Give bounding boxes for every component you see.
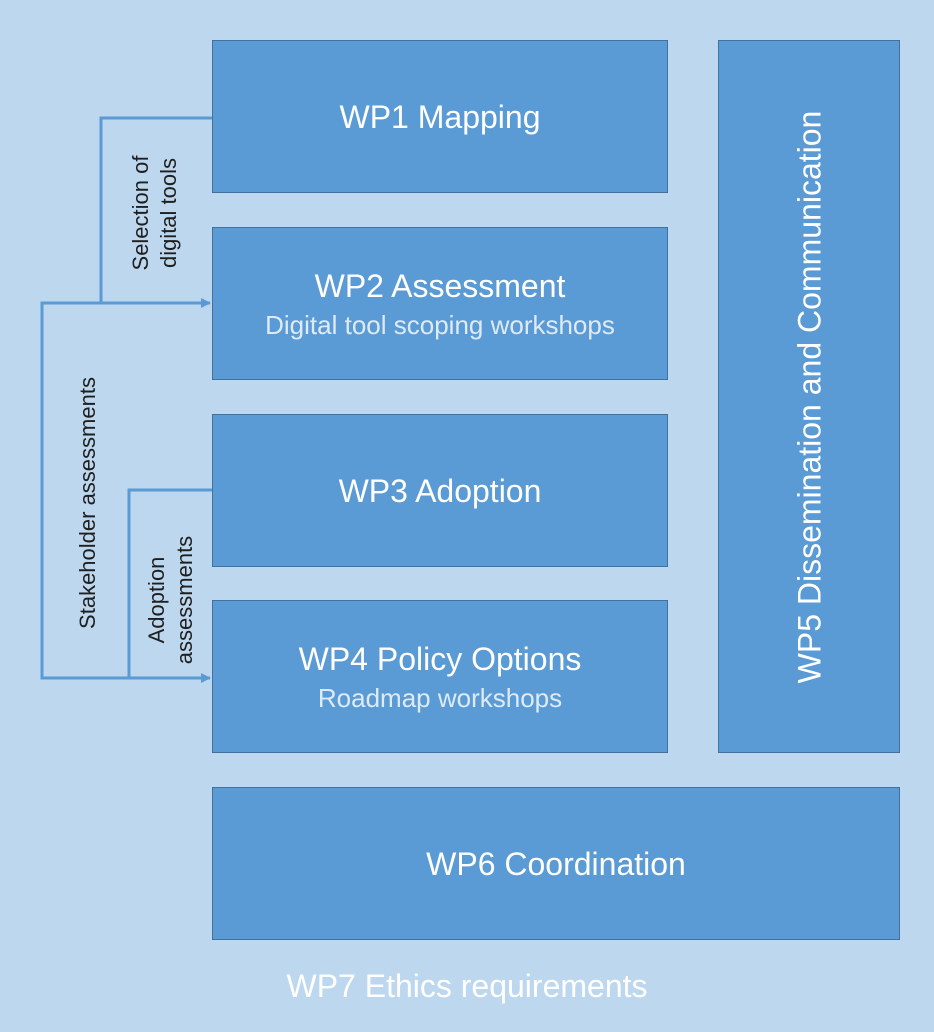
selection-label: Selection of digital tools bbox=[127, 156, 183, 271]
wp1-box: WP1 Mapping bbox=[212, 40, 668, 193]
selection-connector bbox=[99, 116, 212, 308]
adoption-label-line1: Adoption bbox=[144, 556, 169, 644]
wp3-box: WP3 Adoption bbox=[212, 414, 668, 567]
wp4-subtitle: Roadmap workshops bbox=[317, 682, 563, 713]
stakeholder-label: Stakeholder assessments bbox=[75, 377, 100, 629]
wp6-title: WP6 Coordination bbox=[426, 845, 686, 882]
selection-label-line2: digital tools bbox=[156, 157, 181, 269]
wp3-title: WP3 Adoption bbox=[338, 472, 542, 509]
wp5-title: WP5 Dissemination and Communication bbox=[791, 110, 827, 683]
stakeholder-connector bbox=[40, 301, 211, 683]
adoption-label: Adoption assessments bbox=[143, 536, 199, 664]
wp2-box: WP2 Assessment Digital tool scoping work… bbox=[212, 227, 668, 380]
wp4-box: WP4 Policy Options Roadmap workshops bbox=[212, 600, 668, 753]
adoption-connector bbox=[127, 488, 212, 678]
wp1-title: WP1 Mapping bbox=[339, 98, 541, 135]
wp2-subtitle: Digital tool scoping workshops bbox=[265, 309, 615, 340]
wp5-box: WP5 Dissemination and Communication bbox=[718, 40, 900, 753]
wp2-title: WP2 Assessment bbox=[314, 267, 566, 304]
adoption-label-line2: assessments bbox=[172, 535, 197, 665]
wp4-title: WP4 Policy Options bbox=[298, 640, 582, 677]
wp6-box: WP6 Coordination bbox=[212, 787, 900, 940]
wp7-label: WP7 Ethics requirements bbox=[286, 968, 648, 1004]
selection-label-line1: Selection of bbox=[128, 155, 153, 271]
